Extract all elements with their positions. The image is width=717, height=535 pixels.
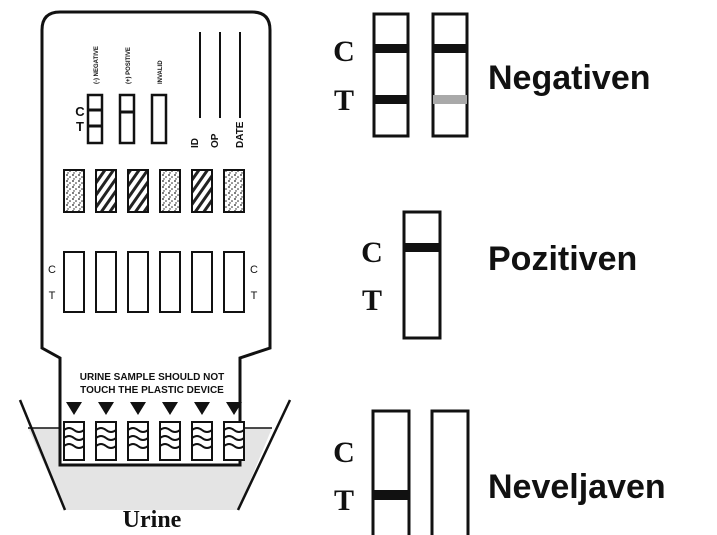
window-label-positive: (+) POSITIVE bbox=[126, 47, 132, 84]
strip-t-left: T bbox=[49, 290, 56, 302]
negative-label: Negativen bbox=[488, 59, 651, 97]
field-label-date: DATE bbox=[235, 121, 246, 148]
conjugate-pads bbox=[63, 169, 245, 213]
legend-invalid: C T Neveljaven bbox=[333, 409, 666, 535]
legend-negative: C T Negativen bbox=[333, 12, 651, 138]
cup-label: Urine bbox=[123, 507, 182, 533]
invalid-c: C bbox=[333, 436, 355, 469]
window-label-negative: (-) NEGATIVE bbox=[94, 46, 100, 84]
negative-t: T bbox=[334, 84, 354, 117]
window-label-invalid: INVALID bbox=[158, 60, 164, 84]
warning-line-1: URINE SAMPLE SHOULD NOT bbox=[80, 372, 224, 383]
window-t-letter: T bbox=[76, 119, 84, 134]
dip-arrows bbox=[66, 402, 242, 415]
warning-line-2: TOUCH THE PLASTIC DEVICE bbox=[80, 385, 224, 396]
strip-windows: C T C T bbox=[48, 251, 258, 313]
invalid-t: T bbox=[334, 484, 354, 517]
strip-c-left: C bbox=[48, 264, 56, 276]
sample-pads bbox=[63, 421, 245, 461]
strip-t-right: T bbox=[251, 290, 258, 302]
result-windows: C T (-) NEGATIVE (+) POSITIVE INVALID bbox=[75, 46, 168, 145]
window-c-letter: C bbox=[75, 104, 85, 119]
field-label-id: ID bbox=[190, 138, 201, 148]
field-label-op: OP bbox=[210, 133, 221, 148]
positive-t: T bbox=[362, 284, 382, 317]
test-cassette: C T (-) NEGATIVE (+) POSITIVE INVALID ID… bbox=[40, 10, 272, 467]
legend-positive: C T Pozitiven bbox=[361, 210, 637, 340]
positive-label: Pozitiven bbox=[488, 240, 637, 278]
write-in-fields: ID OP DATE bbox=[190, 32, 246, 148]
negative-c: C bbox=[333, 35, 355, 68]
positive-c: C bbox=[361, 236, 383, 269]
invalid-label: Neveljaven bbox=[488, 468, 666, 506]
strip-c-right: C bbox=[250, 264, 258, 276]
